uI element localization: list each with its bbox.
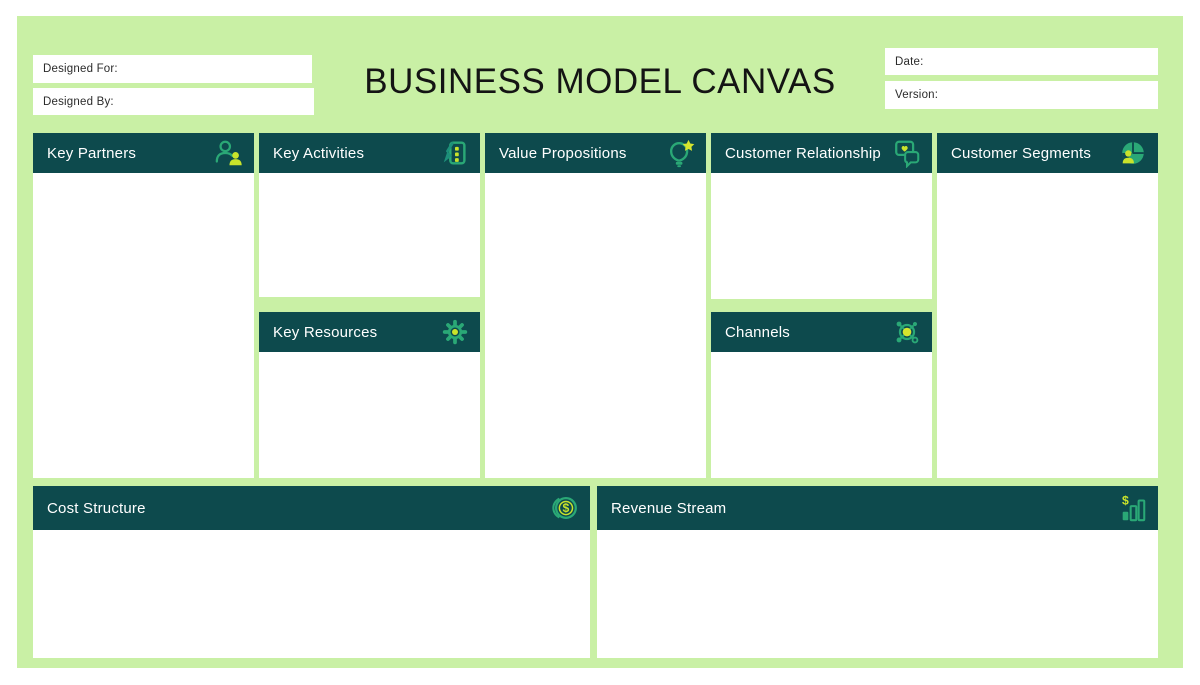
channels-network-icon (891, 316, 923, 348)
section-label: Key Activities (273, 144, 365, 162)
segments-person-pie-icon (1117, 137, 1149, 169)
section-header-key-activities: Key Activities (259, 133, 480, 173)
section-header-channels: Channels (711, 312, 932, 352)
section-header-customer-relationship: Customer Relationship (711, 133, 932, 173)
page-title: BUSINESS MODEL CANVAS (364, 62, 836, 101)
svg-text:$: $ (1122, 493, 1129, 507)
section-content-revenue-stream[interactable] (597, 530, 1158, 658)
designed-for-label: Designed For: (43, 63, 118, 75)
resources-gear-icon (439, 316, 471, 348)
section-content-cost-structure[interactable] (33, 530, 590, 658)
section-content-channels[interactable] (711, 352, 932, 478)
section-label: Customer Relationship (725, 144, 881, 162)
section-header-revenue-stream: Revenue Stream $ (597, 486, 1158, 530)
section-header-cost-structure: Cost Structure $ (33, 486, 590, 530)
section-content-key-activities[interactable] (259, 173, 480, 297)
designed-by-field[interactable]: Designed By: (33, 88, 314, 115)
date-label: Date: (895, 55, 924, 68)
version-label: Version: (895, 89, 939, 101)
partners-people-icon (213, 137, 245, 169)
value-lightbulb-star-icon (665, 137, 697, 169)
section-content-key-partners[interactable] (33, 173, 254, 478)
section-header-value-propositions: Value Propositions (485, 133, 706, 173)
section-label: Key Resources (273, 323, 378, 341)
section-content-customer-relationship[interactable] (711, 173, 932, 299)
designed-by-label: Designed By: (43, 95, 114, 108)
section-label: Value Propositions (499, 144, 627, 162)
canvas-panel: Designed For: Designed By: BUSINESS MODE… (17, 16, 1183, 668)
relationship-chat-heart-icon (891, 137, 923, 169)
section-header-customer-segments: Customer Segments (937, 133, 1158, 173)
date-field[interactable]: Date: (885, 48, 1158, 75)
section-header-key-partners: Key Partners (33, 133, 254, 173)
section-content-customer-segments[interactable] (937, 173, 1158, 478)
section-label: Key Partners (47, 144, 137, 162)
designed-for-field[interactable]: Designed For: (33, 55, 312, 83)
cost-dollar-coin-icon: $ (549, 492, 581, 524)
section-content-key-resources[interactable] (259, 352, 480, 478)
section-label: Channels (725, 323, 790, 341)
section-header-key-resources: Key Resources (259, 312, 480, 352)
version-field[interactable]: Version: (885, 81, 1158, 109)
svg-text:$: $ (562, 501, 569, 515)
activities-checklist-icon (439, 137, 471, 169)
revenue-bar-chart-icon: $ (1117, 492, 1149, 524)
section-content-value-propositions[interactable] (485, 173, 706, 478)
section-label: Customer Segments (951, 144, 1092, 162)
section-label: Cost Structure (47, 499, 146, 517)
section-label: Revenue Stream (611, 499, 727, 517)
